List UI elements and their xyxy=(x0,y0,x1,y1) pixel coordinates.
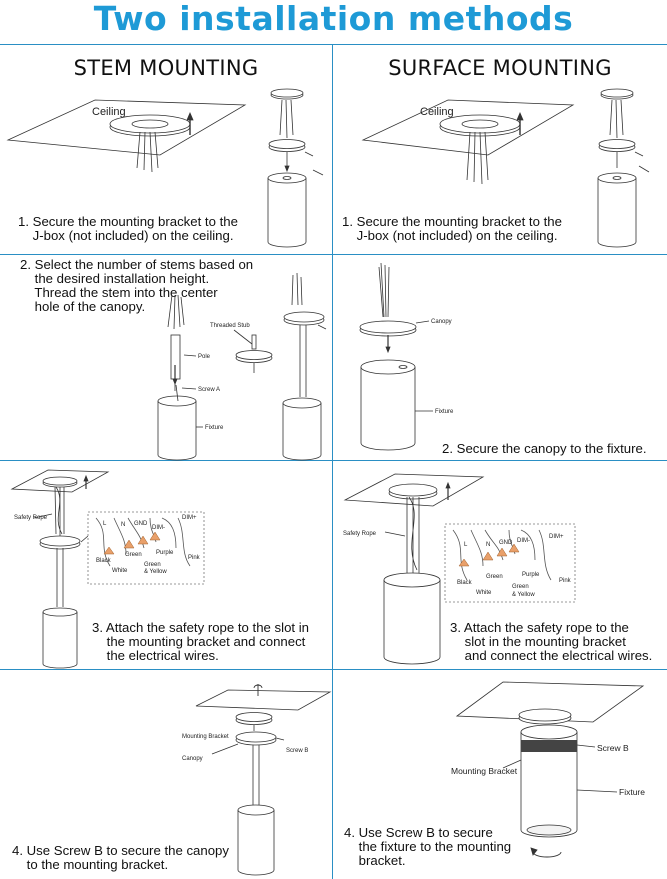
mounting-bracket-label: Mounting Bracket xyxy=(182,734,229,740)
ceiling-plane xyxy=(6,99,247,156)
screw-b-label: Screw B xyxy=(286,748,308,754)
black-label: Black xyxy=(457,580,473,586)
wire-dim-minus-label: DIM- xyxy=(517,538,530,544)
stem-step2-illustration: Threaded Stub Pole Screw A Fixture xyxy=(157,272,327,461)
ceiling-label: Ceiling xyxy=(420,106,454,118)
surface-step1-illustration: Ceiling xyxy=(361,88,650,248)
divider-row-3 xyxy=(0,669,667,671)
wire-gnd-label: GND xyxy=(134,521,148,527)
green-label: Green xyxy=(125,552,142,558)
ceiling-plane xyxy=(361,99,575,156)
purple-label: Purple xyxy=(522,572,540,578)
green-yellow-label-line2: & Yellow xyxy=(144,569,167,575)
wire-dim-minus-label: DIM- xyxy=(152,525,165,531)
surface-step-2-text: 2. Secure the canopy to the fixture. xyxy=(442,441,647,456)
stem-step-3-text: 3. Attach the safety rope to the slot in… xyxy=(92,620,309,663)
canopy-label: Canopy xyxy=(182,756,203,762)
green-yellow-label-line2: & Yellow xyxy=(512,592,535,598)
wire-gnd-label: GND xyxy=(499,540,513,546)
wire-l-label: L xyxy=(103,521,107,527)
wire-dim-plus-label: DIM+ xyxy=(182,515,197,521)
stem-step-4-text: 4. Use Screw B to secure the canopy to t… xyxy=(12,843,229,872)
canopy-label: Canopy xyxy=(431,319,452,325)
threaded-stub-label: Threaded Stub xyxy=(210,323,250,329)
surface-step3-illustration: Safety Rope L N GND DIM- DIM+ Black Whit… xyxy=(343,473,576,665)
surface-step2-illustration: Canopy Fixture xyxy=(359,262,454,451)
fixture-label: Fixture xyxy=(435,409,454,415)
pole-label: Pole xyxy=(198,354,211,360)
stem-mounting-heading: STEM MOUNTING xyxy=(73,56,259,80)
surface-step-3-text: 3. Attach the safety rope to the slot in… xyxy=(450,620,653,663)
mounting-bracket-label: Mounting Bracket xyxy=(451,766,518,776)
surface-step4-illustration: Screw B Mounting Bracket Fixture xyxy=(451,681,645,858)
divider-row-2 xyxy=(0,460,667,462)
instruction-grid: STEM MOUNTING SURFACE MOUNTING xyxy=(0,44,667,879)
wire-n-label: N xyxy=(121,522,125,528)
purple-label: Purple xyxy=(156,550,174,556)
fixture-label: Fixture xyxy=(205,425,224,431)
stem-step-1-text: 1. Secure the mounting bracket to the J-… xyxy=(18,214,238,243)
ceiling-plane xyxy=(10,469,110,493)
divider-center xyxy=(332,44,334,879)
green-yellow-label-line1: Green xyxy=(144,562,161,568)
green-label: Green xyxy=(486,574,503,580)
surface-step-1-text: 1. Secure the mounting bracket to the J-… xyxy=(342,214,562,243)
white-label: White xyxy=(112,568,128,574)
screw-b-label: Screw B xyxy=(597,743,629,753)
surface-mounting-heading: SURFACE MOUNTING xyxy=(388,56,612,80)
wire-l-label: L xyxy=(464,542,468,548)
screw-a-label: Screw A xyxy=(198,387,220,393)
wire-n-label: N xyxy=(486,542,490,548)
ceiling-plane xyxy=(195,689,332,711)
surface-step-4-text: 4. Use Screw B to secure the fixture to … xyxy=(344,825,512,868)
pink-label: Pink xyxy=(559,578,572,584)
divider-row-1 xyxy=(0,254,667,256)
black-label: Black xyxy=(96,558,112,564)
stem-step3-illustration: Safety Rope L N GND DIM- DIM+ Black Whit… xyxy=(10,469,205,669)
wire-dim-plus-label: DIM+ xyxy=(549,534,564,540)
pink-label: Pink xyxy=(188,555,201,561)
stem-step4-illustration: Mounting Bracket Screw B Canopy xyxy=(182,684,332,876)
safety-rope-label: Safety Rope xyxy=(343,531,377,537)
fixture-label: Fixture xyxy=(619,787,645,797)
stem-step1-illustration: Ceiling xyxy=(6,88,324,248)
divider-top xyxy=(0,44,667,46)
ceiling-plane xyxy=(343,473,485,507)
safety-rope-label: Safety Rope xyxy=(14,515,48,521)
stem-step-2-text: 2. Select the number of stems based on t… xyxy=(20,257,254,314)
ceiling-label: Ceiling xyxy=(92,106,126,118)
page-title: Two installation methods xyxy=(93,0,574,38)
white-label: White xyxy=(476,590,492,596)
green-yellow-label-line1: Green xyxy=(512,584,529,590)
